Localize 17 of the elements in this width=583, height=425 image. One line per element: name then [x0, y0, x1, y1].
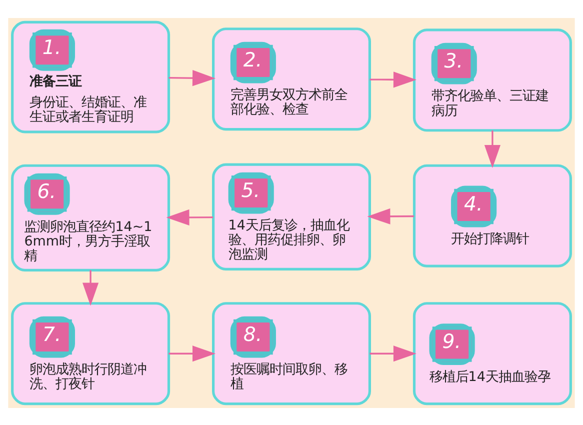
arrow: [82, 270, 99, 306]
node-box: 7. 卵泡成熟时行阴道冲洗、打夜针: [11, 302, 170, 405]
arrow: [168, 70, 216, 86]
node-box: 1. 准备三证 身份证、结婚证、准生证或者生育证明: [11, 20, 170, 133]
node-box: 3. 带齐化验单、三证建病历: [412, 28, 572, 132]
node-box: 4. 开始打降调针: [412, 164, 572, 267]
arrow: [166, 208, 213, 225]
arrow: [484, 130, 501, 168]
node-box: 2. 完善男女双方术前全部化验、检查: [212, 27, 371, 130]
node-box: 9. 移植后14天抽血验孕: [412, 302, 572, 405]
arrow: [370, 345, 416, 362]
arrow: [168, 345, 216, 362]
node-box: 5. 14天后复诊，抽血化验、用药促排卵、卵泡监测: [212, 162, 371, 270]
arrow: [370, 71, 416, 88]
node-box: 8. 按医嘱时间取卵、移植: [212, 302, 371, 405]
arrow: [367, 208, 414, 224]
node-box: 6. 监测卵泡直径约14~16mm时，男方手淫取精: [11, 164, 170, 272]
